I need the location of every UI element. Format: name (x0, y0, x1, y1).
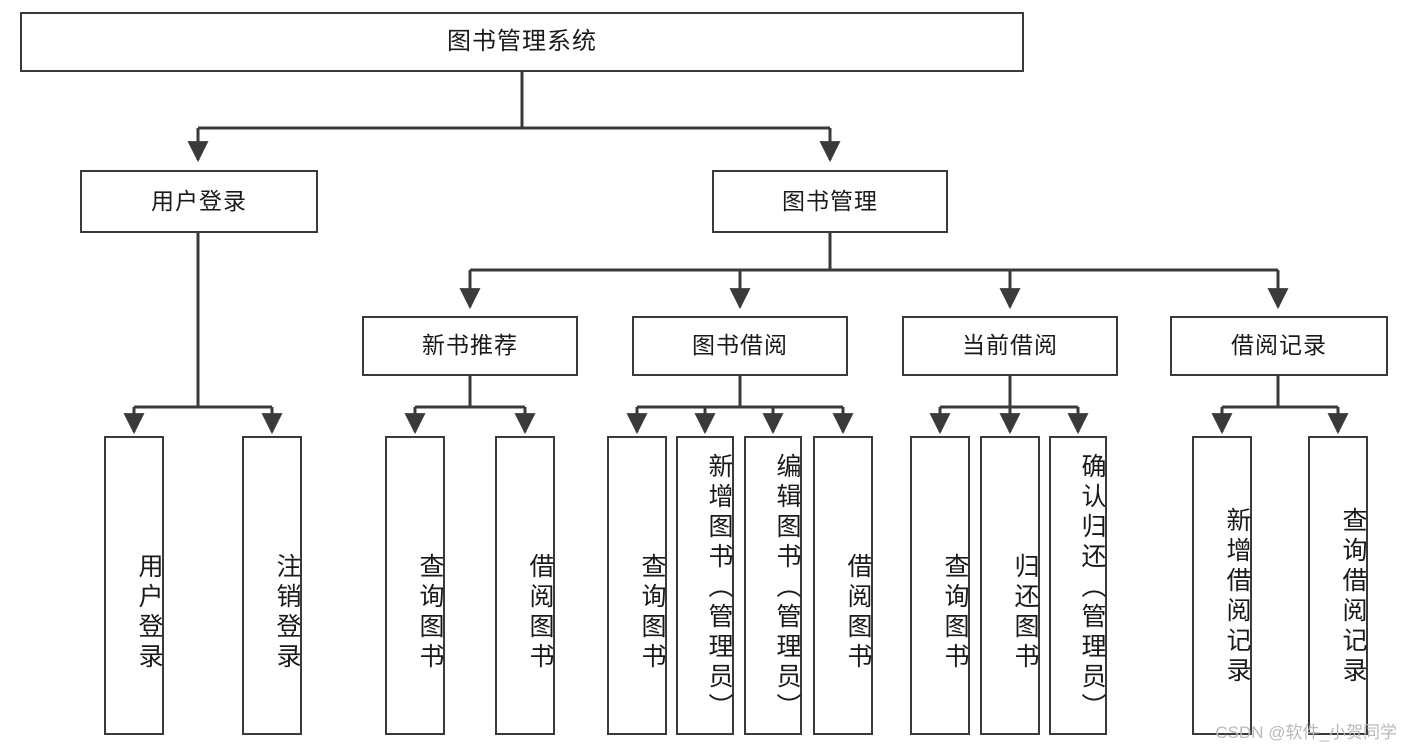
node-label: 当前借阅 (962, 332, 1058, 359)
node-label: 借阅记录 (1231, 332, 1327, 359)
node-label: 借阅图书 (526, 553, 554, 673)
leaf-user-login-logout[interactable]: 注销登录 (242, 436, 302, 735)
leaf-current-borrow-return[interactable]: 归还图书 (980, 436, 1040, 735)
node-borrow-record[interactable]: 借阅记录 (1170, 316, 1388, 376)
node-label: 注销登录 (273, 553, 301, 673)
node-label: 图书管理系统 (447, 27, 597, 55)
node-label: 编辑图书（管理员） (773, 452, 801, 723)
node-book-management[interactable]: 图书管理 (712, 170, 948, 233)
leaf-book-borrow-edit[interactable]: 编辑图书（管理员） (744, 436, 802, 735)
node-label: 新增图书（管理员） (705, 452, 733, 723)
node-label: 查询图书 (941, 553, 969, 673)
node-label: 确认归还（管理员） (1078, 452, 1106, 723)
leaf-new-book-query[interactable]: 查询图书 (385, 436, 445, 735)
node-label: 新书推荐 (422, 332, 518, 359)
leaf-book-borrow-add[interactable]: 新增图书（管理员） (676, 436, 734, 735)
leaf-new-book-borrow[interactable]: 借阅图书 (495, 436, 555, 735)
node-root-system[interactable]: 图书管理系统 (20, 12, 1024, 72)
node-label: 归还图书 (1011, 553, 1039, 673)
leaf-book-borrow-query[interactable]: 查询图书 (607, 436, 667, 735)
node-book-borrow[interactable]: 图书借阅 (632, 316, 848, 376)
node-label: 用户登录 (151, 187, 247, 214)
leaf-book-borrow-borrow[interactable]: 借阅图书 (813, 436, 873, 735)
csdn-watermark: CSDN @软件_小贺同学 (1215, 723, 1397, 742)
node-label: 查询图书 (416, 553, 444, 673)
leaf-borrow-record-query[interactable]: 查询借阅记录 (1308, 436, 1368, 735)
node-label: 用户登录 (135, 553, 163, 673)
node-new-book-recommend[interactable]: 新书推荐 (362, 316, 578, 376)
leaf-borrow-record-add[interactable]: 新增借阅记录 (1192, 436, 1252, 735)
node-user-login[interactable]: 用户登录 (80, 170, 318, 233)
leaf-current-borrow-confirm[interactable]: 确认归还（管理员） (1049, 436, 1107, 735)
node-label: 图书管理 (782, 187, 878, 214)
leaf-current-borrow-query[interactable]: 查询图书 (910, 436, 970, 735)
node-label: 查询借阅记录 (1339, 506, 1367, 687)
node-label: 新增借阅记录 (1223, 506, 1251, 687)
leaf-user-login-login[interactable]: 用户登录 (104, 436, 164, 735)
node-label: 借阅图书 (844, 553, 872, 673)
node-label: 查询图书 (638, 553, 666, 673)
node-label: 图书借阅 (692, 332, 788, 359)
node-current-borrow[interactable]: 当前借阅 (902, 316, 1118, 376)
